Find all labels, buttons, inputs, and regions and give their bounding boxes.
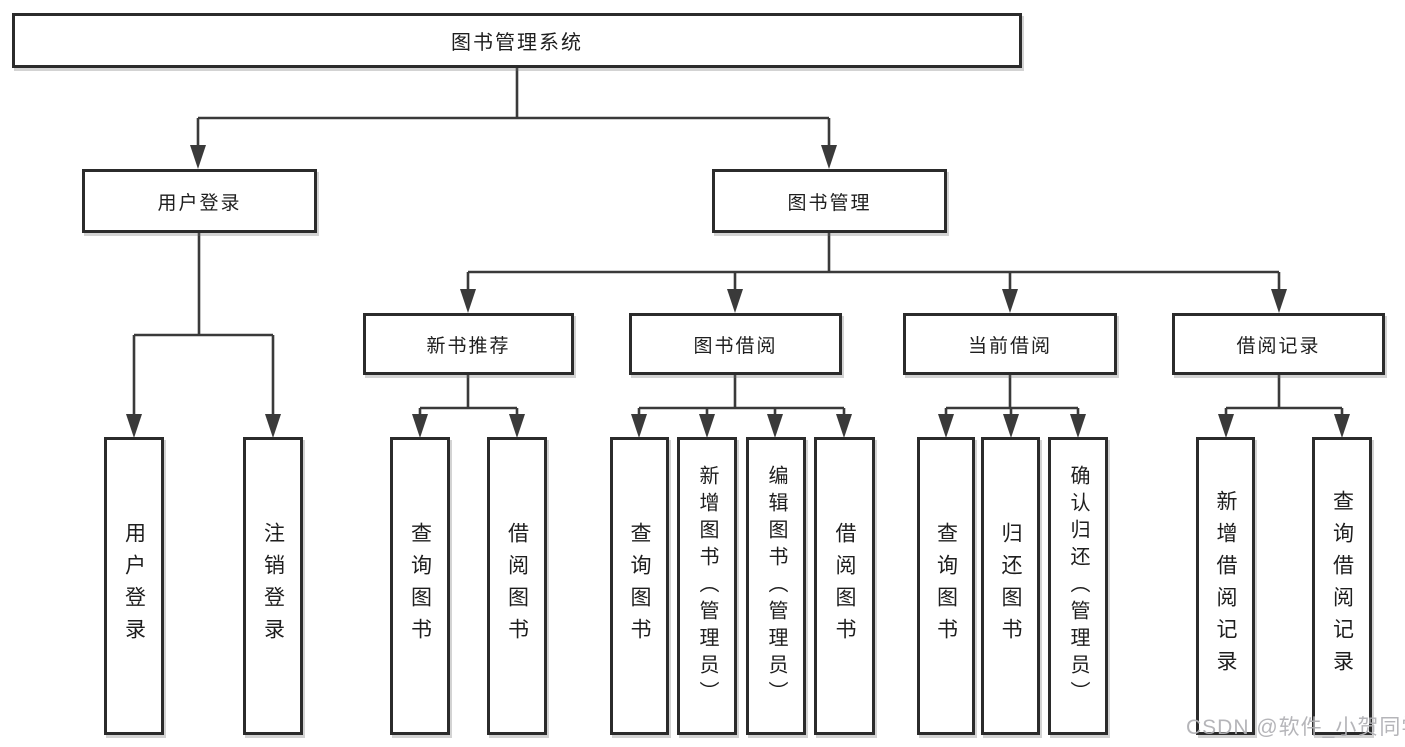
node-label: 注销登录 [261,522,285,650]
node-borrow-record: 借阅记录 [1172,313,1385,375]
node-label: 查询图书 [628,522,651,650]
node-borrow-book-under-borrow: 借阅图书 [814,437,875,735]
node-label: 查询图书 [934,522,958,650]
node-label: 查询借阅记录 [1330,490,1354,682]
node-logout: 注销登录 [243,437,303,735]
node-library-management-system: 图书管理系统 [12,13,1022,68]
node-edit-book-admin: 编辑图书（管理员） [746,437,806,735]
arrowhead-icons [126,145,1350,438]
node-label: 归还图书 [999,522,1022,650]
csdn-watermark: CSDN @软件_小贺同学 [1186,716,1405,739]
node-new-book-recommend: 新书推荐 [363,313,574,375]
node-current-borrow: 当前借阅 [903,313,1117,375]
node-label: 新增图书（管理员） [696,464,718,708]
node-label: 用户登录 [122,522,146,650]
node-label: 借阅图书 [505,522,529,650]
node-label: 查询图书 [408,522,432,650]
node-user-login: 用户登录 [82,169,317,233]
node-book-borrow: 图书借阅 [629,313,842,375]
node-book-management: 图书管理 [712,169,947,233]
node-return-book: 归还图书 [981,437,1040,735]
node-add-book-admin: 新增图书（管理员） [677,437,737,735]
node-query-book-under-borrow: 查询图书 [610,437,669,735]
node-label: 编辑图书（管理员） [765,464,787,708]
node-query-book-under-current: 查询图书 [917,437,975,735]
node-confirm-return-admin: 确认归还（管理员） [1048,437,1108,735]
node-add-borrow-record: 新增借阅记录 [1196,437,1255,735]
node-label: 确认归还（管理员） [1067,464,1089,708]
node-query-borrow-record: 查询借阅记录 [1312,437,1372,735]
node-label: 新增借阅记录 [1214,490,1237,682]
node-borrow-book-under-recommend: 借阅图书 [487,437,547,735]
node-label: 借阅图书 [833,522,856,650]
node-query-book-under-recommend: 查询图书 [390,437,450,735]
node-user-login-leaf: 用户登录 [104,437,164,735]
